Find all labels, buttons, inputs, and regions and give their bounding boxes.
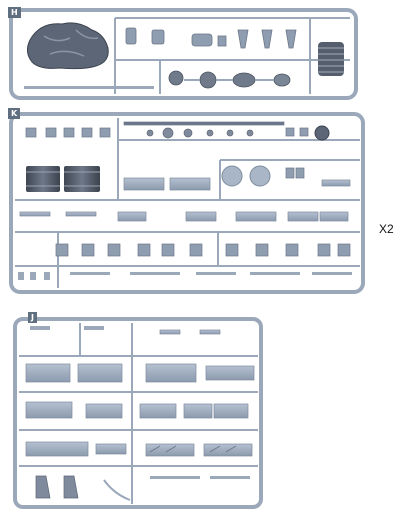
sprue-tag-j: J: [28, 312, 37, 323]
sprue-frame-j: [13, 317, 263, 509]
sprue-tag-h: H: [8, 7, 21, 18]
sprue-frame-h: [9, 8, 358, 100]
sprue-tag-k: K: [8, 108, 21, 119]
tarp-part: [26, 22, 109, 70]
drum-part: [318, 42, 344, 76]
quantity-label: X2: [379, 222, 394, 236]
barrel-pair: [26, 166, 100, 192]
sprue-frame-k: [9, 112, 365, 294]
